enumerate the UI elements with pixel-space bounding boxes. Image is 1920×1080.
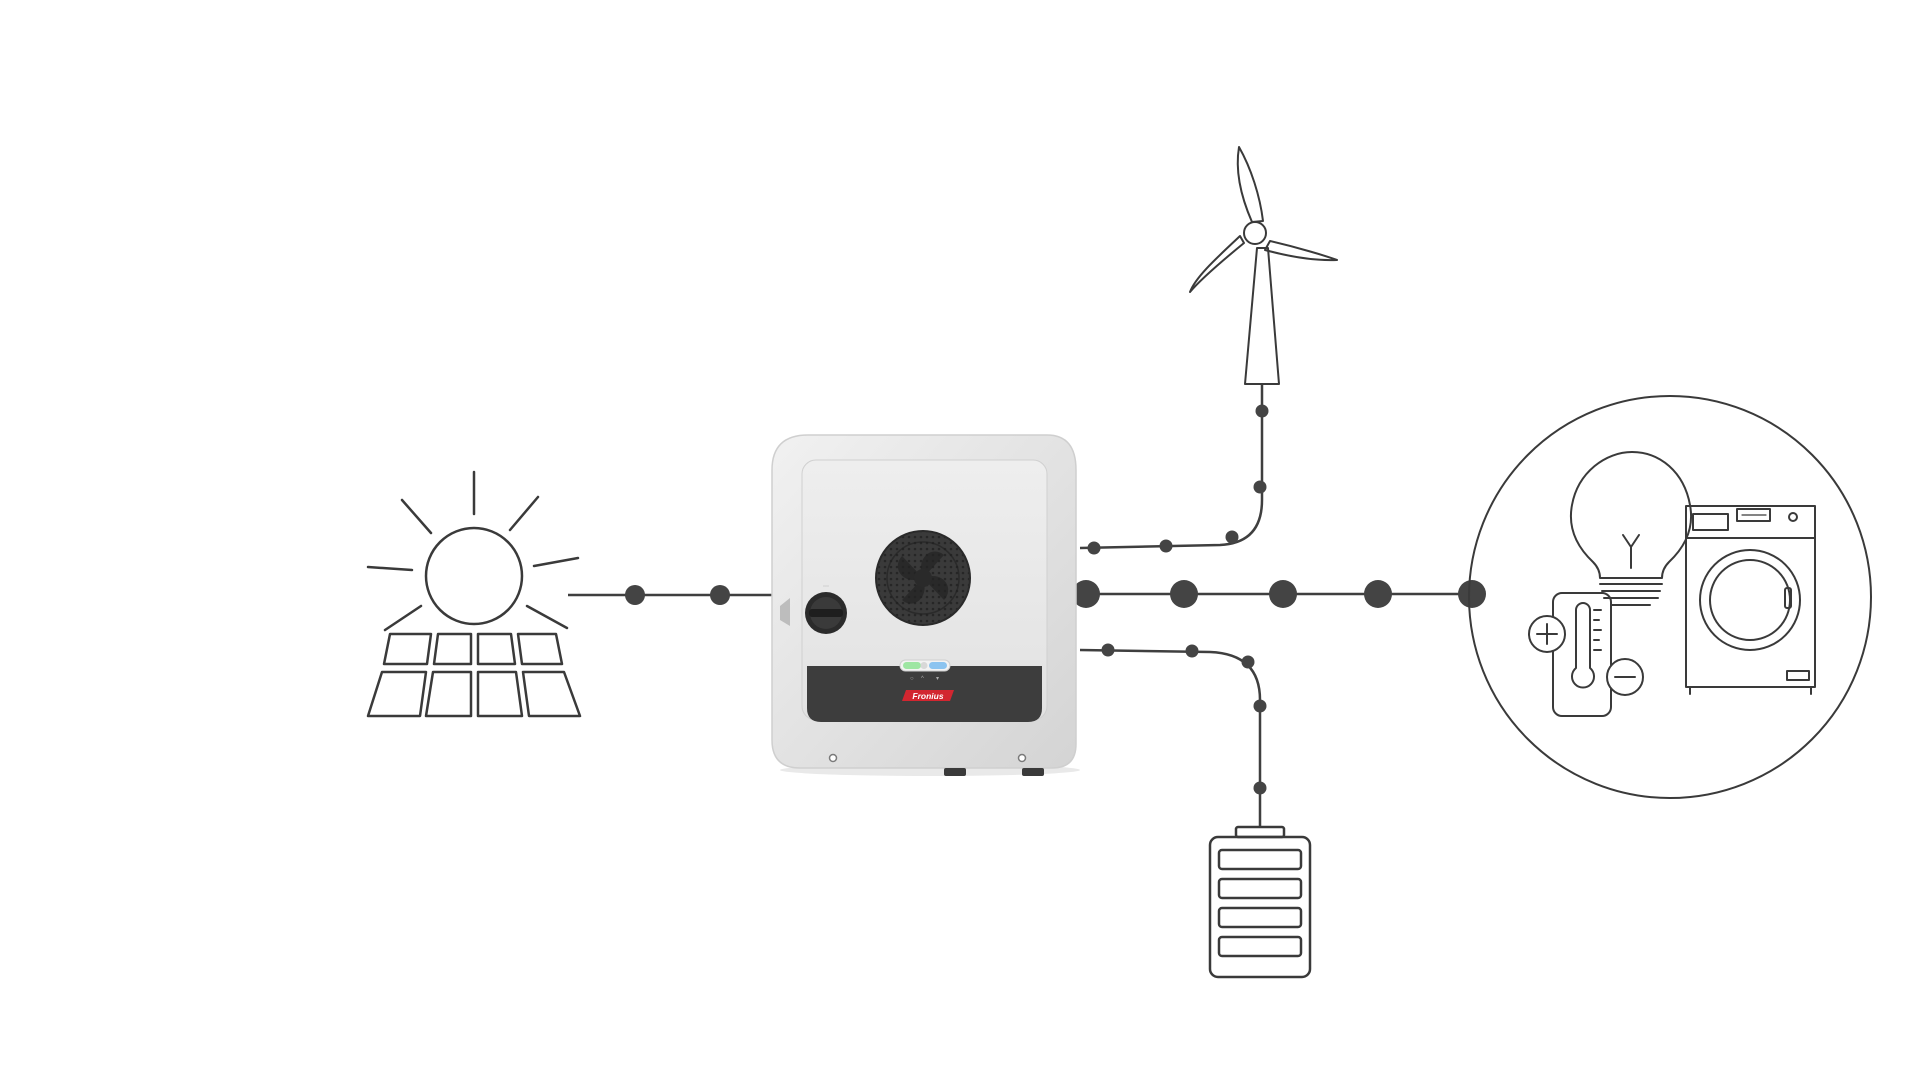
household-flow-node [1269,580,1297,608]
turbine-blade [1189,235,1245,293]
mounting-screw-icon [828,753,838,763]
turbine-blade [1236,146,1264,223]
wind-flow-node [1159,539,1173,553]
inverter-device: ⋯ ○ ^ ▾ Fronius [771,434,1080,776]
battery-icon [1208,825,1312,979]
led-green [903,662,921,669]
sun-icon [424,526,524,626]
turbine-blade [1264,240,1338,262]
thermostat-icon [1528,592,1644,717]
flow-nodes [625,404,1486,795]
sun-rays-icon [366,470,580,632]
cooling-fan-icon [875,530,971,626]
battery-flow-node [1253,699,1267,713]
brand-logo-text: Fronius [912,691,943,701]
status-led-indicators: ○ ^ ▾ [899,659,951,682]
battery-connection-line [1079,648,1262,828]
battery-flow-node [1253,781,1267,795]
solar-flow-node [710,585,730,605]
mounting-screw-icon [1017,753,1027,763]
solar-flow-node [625,585,645,605]
solar-panel-grid-icon [366,632,582,718]
household-flow-node [1458,580,1486,608]
wind-flow-node [1255,404,1269,418]
wind-connection-line [1079,385,1264,550]
brand-logo: Fronius [902,690,954,701]
household-boundary [1468,395,1872,799]
battery-flow-node [1241,655,1255,669]
battery-flow-node [1185,644,1199,658]
turbine-hub [1243,221,1267,245]
wind-turbine-icon [1189,146,1338,385]
svg-text:^: ^ [921,676,924,682]
household-flow-node [1170,580,1198,608]
dc-disconnect-switch-icon: ⋯ [780,584,847,634]
household-flow-node [1072,580,1100,608]
led-blue [929,662,947,669]
light-bulb-icon [1569,451,1693,606]
household-consumers [1468,395,1872,799]
household-flow-node [1364,580,1392,608]
wind-flow-node [1087,541,1101,555]
svg-text:⋯: ⋯ [823,584,829,590]
svg-text:▾: ▾ [936,676,939,682]
svg-text:○: ○ [910,676,914,682]
wind-flow-node [1225,530,1239,544]
solar-panel-with-sun-icon [366,470,582,718]
battery-flow-node [1101,643,1115,657]
cable-connector-icon [1022,768,1044,776]
cable-connector-icon [944,768,966,776]
wind-flow-node [1253,480,1267,494]
washing-machine-icon [1685,505,1816,695]
turbine-tower [1244,247,1280,385]
